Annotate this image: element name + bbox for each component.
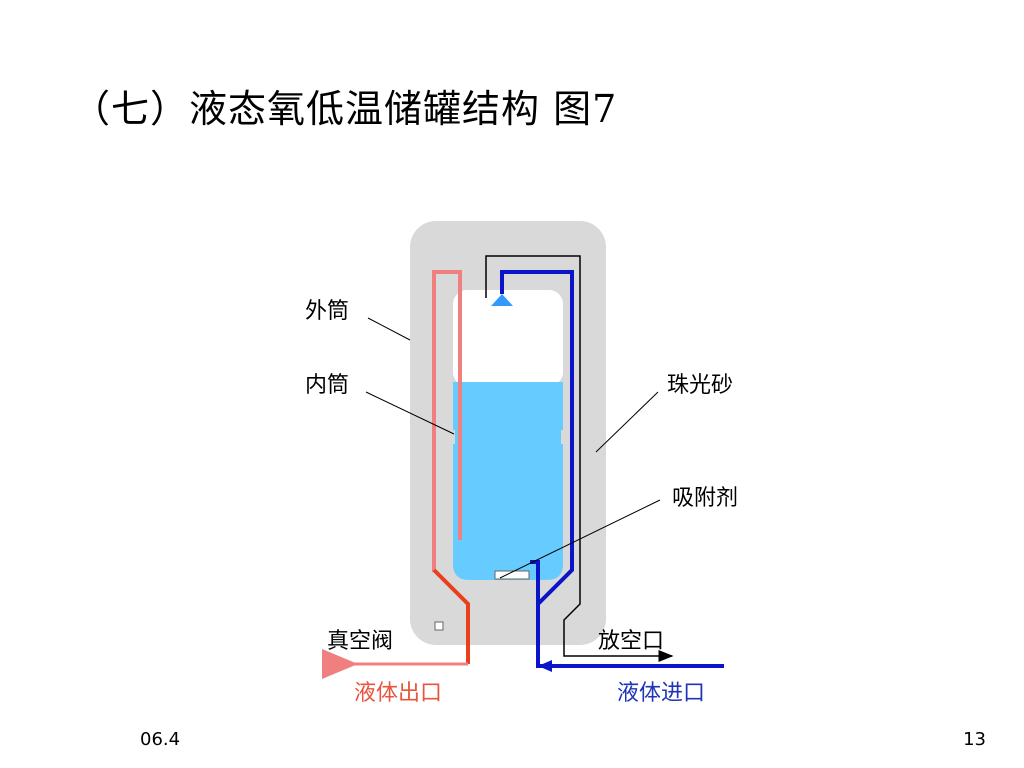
inner-cylinder-notch-left	[450, 430, 455, 444]
label-adsorbent: 吸附剂	[672, 486, 738, 511]
footer-date: 06.4	[140, 729, 181, 750]
label-vacuum-valve: 真空阀	[327, 629, 393, 654]
outlet-pipe-upper	[432, 270, 462, 572]
label-liquid-inlet: 液体进口	[617, 681, 705, 706]
label-outer-cylinder: 外筒	[305, 299, 349, 324]
label-inner-cylinder: 内筒	[305, 373, 349, 398]
label-liquid-outlet: 液体出口	[354, 681, 442, 706]
page-title: （七）液态氧低温储罐结构 图7	[72, 87, 618, 131]
inner-cylinder-liquid	[453, 382, 563, 580]
label-pearlite: 珠光砂	[667, 373, 733, 398]
footer-page-number: 13	[963, 729, 986, 750]
label-vent: 放空口	[598, 629, 664, 654]
vacuum-valve-port	[434, 621, 444, 631]
leader-outer-cylinder	[367, 317, 411, 341]
spray-nozzle-icon	[491, 294, 513, 306]
leader-adsorbent	[499, 499, 661, 579]
inner-cylinder-notch-right	[561, 430, 566, 444]
adsorbent-block	[494, 570, 530, 580]
outlet-pipe-lower	[432, 568, 470, 664]
inlet-arrow	[538, 660, 552, 672]
vent-pipe	[485, 255, 674, 662]
inner-cylinder-gas-space	[453, 290, 563, 386]
leader-inner-cylinder	[365, 391, 455, 435]
leader-pearlite	[595, 391, 659, 453]
